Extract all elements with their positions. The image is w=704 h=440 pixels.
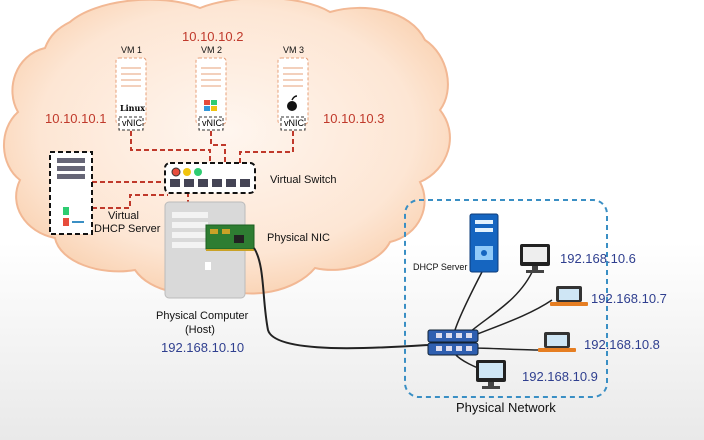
virtual-dhcp-label-2: DHCP Server (94, 223, 161, 235)
virtual-cloud (3, 0, 451, 295)
physical-switch (427, 329, 479, 356)
vm-2-name: VM 2 (201, 45, 223, 55)
vm-2-ip: 10.10.10.2 (182, 29, 244, 44)
physical-nic-label: Physical NIC (267, 232, 330, 244)
network-ip-8: 192.168.10.8 (584, 337, 660, 352)
vm-3-ip: 10.10.10.3 (323, 111, 385, 126)
vm-1-ip: 10.10.10.1 (45, 111, 107, 126)
dhcp-server-icon (469, 213, 499, 273)
vm-3-name: VM 3 (283, 45, 305, 55)
vm-1-name: VM 1 (121, 45, 143, 55)
virtual-dhcp-server (49, 151, 93, 235)
apple-logo-icon (287, 95, 298, 111)
host-label-1: Physical Computer (156, 310, 249, 322)
physical-nic-card (205, 224, 255, 251)
virtual-switch-label: Virtual Switch (270, 174, 337, 186)
vm-3-nic-label: vNIC (284, 118, 304, 128)
desktop-monitor-icon (476, 360, 506, 389)
vm-1-nic-label: vNIC (122, 118, 142, 128)
virtual-switch (164, 162, 256, 194)
vm-1-box (115, 57, 147, 131)
vm-3-box (277, 57, 309, 131)
network-links (454, 267, 553, 373)
network-ip-6: 192.168.10.6 (560, 251, 636, 266)
physical-network-boundary (404, 199, 608, 398)
network-ip-9: 192.168.10.9 (522, 369, 598, 384)
physical-network-label: Physical Network (456, 400, 556, 415)
laptop-icon (550, 286, 588, 306)
host-ip: 192.168.10.10 (161, 340, 245, 355)
desktop-monitor-icon (520, 244, 550, 273)
virtual-dhcp-label-1: Virtual (108, 210, 139, 222)
vm-2-nic-label: vNIC (202, 118, 222, 128)
windows-logo-icon (204, 100, 217, 111)
dhcp-server-label: DHCP Server (413, 262, 468, 272)
host-label-2: (Host) (185, 324, 215, 336)
vm-1-os-label: Linux (120, 103, 146, 113)
laptop-icon (538, 332, 576, 352)
vm-2-box (195, 57, 227, 131)
network-ip-7: 192.168.10.7 (591, 291, 667, 306)
physical-cable (253, 247, 429, 350)
